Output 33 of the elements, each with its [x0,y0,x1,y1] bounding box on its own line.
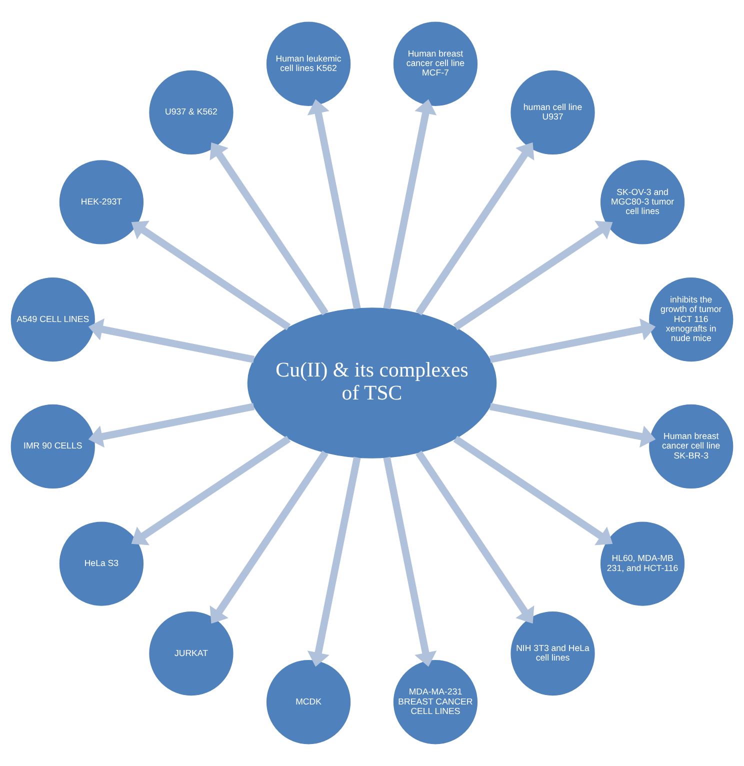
arrow [210,142,328,316]
node-circle: Human breast cancer cell line SK-BR-3 [649,404,734,489]
arrow [453,220,613,330]
node-ellipse: Cu(II) & its complexes of TSC [247,308,497,458]
arrow [307,99,361,310]
arrow [131,220,291,330]
arrow [210,450,328,624]
node-circle: NIH 3T3 and HeLa cell lines [510,611,595,696]
node-circle: IMR 90 CELLS [10,404,95,489]
node-circle: A549 CELL LINES [10,277,95,362]
node-circle: U937 & K562 [149,70,234,155]
node-circle: inhibits the growth of tumor HCT 116 xenografts in nude mice [649,277,734,362]
arrow [383,456,437,667]
node-circle: Human breast cancer cell line MCF-7 [393,22,478,106]
node-circle: MCDK [266,660,351,744]
node-circle: JURKAT [149,611,234,696]
node-circle: Human leukemic cell lines K562 [266,22,351,106]
node-circle: HeLa S3 [59,522,144,606]
node-circle: human cell line U937 [510,70,595,155]
arrow [453,436,613,546]
arrow [416,450,534,624]
arrow [88,318,255,364]
node-circle: SK-OV-3 and MGC80-3 tumor cell lines [600,160,685,244]
arrow [383,99,437,310]
node-circle: HL60, MDA-MB 231, and HCT-116 [600,522,685,606]
node-circle: HEK-293T [59,160,144,244]
node-circle: MDA-MA-231 BREAST CANCER CELL LINES [393,660,478,744]
arrow [131,436,291,546]
arrow [489,318,656,364]
arrow [88,402,255,448]
arrow [489,402,656,448]
arrow [307,456,361,667]
arrow [416,142,534,316]
